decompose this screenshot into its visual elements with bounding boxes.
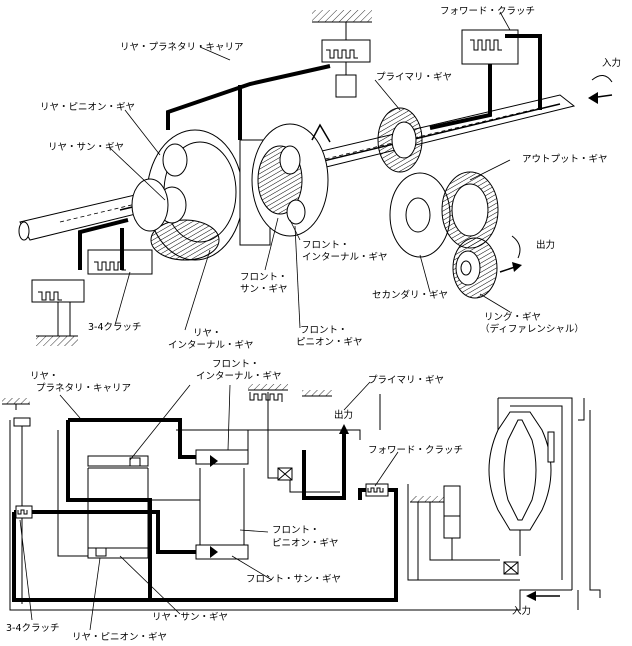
- oneway-symbols: [277, 467, 519, 575]
- label-forward-clutch: フォワード・クラッチ: [440, 6, 535, 17]
- label-rear-sun-gear: リヤ・サン・ギヤ: [48, 142, 124, 153]
- label-rear-planetary-carrier-b: プラネタリ・キャリア: [36, 383, 131, 394]
- label-clutch-34-b: 3-4クラッチ: [6, 623, 60, 634]
- label-rear-pinion-gear-b: リヤ・ピニオン・ギヤ: [72, 632, 167, 643]
- label-secondary-gear: セカンダリ・ギヤ: [372, 289, 448, 301]
- torque-converter: [488, 411, 555, 556]
- front-planetary: [195, 449, 249, 560]
- label-rear-internal-1: リヤ・: [193, 328, 222, 339]
- label-primary-gear-b: プライマリ・ギヤ: [368, 375, 444, 386]
- label-output: 出力: [536, 239, 555, 251]
- label-input-b: 入力: [512, 605, 531, 617]
- label-front-sun-2: サン・ギヤ: [240, 284, 288, 295]
- upper-brake: [321, 22, 371, 98]
- output-shaft: [302, 430, 346, 500]
- rear-planetary-assembly: [131, 129, 271, 261]
- secondary-gear: [389, 171, 499, 258]
- label-front-sun-gear-b: フロント・サン・ギヤ: [246, 574, 341, 585]
- ring-gear: [452, 237, 498, 299]
- label-front-internal-2-b: インターナル・ギヤ: [196, 371, 282, 382]
- bottom-leaders: [19, 381, 399, 631]
- label-output-b: 出力: [334, 409, 353, 421]
- front-planetary-assembly: [251, 123, 331, 237]
- label-front-pinion-2-b: ピニオン・ギヤ: [272, 538, 339, 549]
- label-front-pinion-2: ピニオン・ギヤ: [296, 337, 363, 348]
- schematic-view: リヤ・ プラネタリ・キャリア フロント・ インターナル・ギヤ プライマリ・ギヤ …: [2, 359, 601, 643]
- clutch-34-top: [31, 218, 153, 336]
- clutches-bottom: [13, 392, 389, 519]
- stator-column: [443, 485, 461, 560]
- rear-carrier-upper: [68, 418, 206, 459]
- clutch-34-path: [12, 512, 150, 602]
- rear-planetary: [87, 455, 149, 559]
- output-arrow-top: [499, 235, 522, 273]
- label-front-pinion-1: フロント・: [300, 325, 348, 336]
- bottom-labels: リヤ・ プラネタリ・キャリア フロント・ インターナル・ギヤ プライマリ・ギヤ …: [6, 359, 531, 643]
- input-arrow-top: [588, 75, 613, 104]
- label-primary-gear: プライマリ・ギヤ: [376, 72, 452, 83]
- label-rear-internal-2: インターナル・ギヤ: [168, 340, 254, 351]
- forward-clutch-top: [429, 29, 542, 130]
- label-front-internal-1: フロント・: [302, 240, 350, 251]
- label-output-gear: アウトプット・ギヤ: [522, 154, 608, 165]
- label-ring-gear-1: リング・ギヤ: [484, 311, 541, 323]
- ground-hatches: [2, 384, 450, 503]
- output-arrow-bottom: [339, 424, 349, 450]
- clutch-34-link: [14, 510, 196, 554]
- label-clutch-34-top: 3-4クラッチ: [88, 322, 142, 333]
- label-front-internal-1-b: フロント・: [212, 359, 260, 370]
- label-forward-clutch-b: フォワード・クラッチ: [368, 445, 463, 456]
- top-leaders: [109, 11, 511, 331]
- rear-carrier-link: [166, 64, 331, 140]
- ground-hatch-top: [36, 10, 372, 346]
- label-front-pinion-1-b: フロント・: [272, 525, 320, 536]
- label-front-internal-2: インターナル・ギヤ: [302, 252, 388, 263]
- label-rear-planetary-carrier: リヤ・プラネタリ・キャリア: [120, 42, 244, 53]
- label-rear-sun-gear-b: リヤ・サン・ギヤ: [152, 612, 228, 623]
- label-rear-pinion-gear: リヤ・ピニオン・ギヤ: [40, 102, 135, 113]
- label-input: 入力: [602, 57, 621, 69]
- top-labels: リヤ・プラネタリ・キャリア フォワード・クラッチ 入力 リヤ・ピニオン・ギヤ プ…: [40, 6, 621, 351]
- cutaway-view: リヤ・プラネタリ・キャリア フォワード・クラッチ 入力 リヤ・ピニオン・ギヤ プ…: [18, 6, 621, 351]
- primary-gear: [377, 107, 423, 173]
- input-arrow-bottom: [526, 591, 560, 601]
- label-front-sun-1: フロント・: [240, 272, 288, 283]
- label-ring-gear-2: （ディファレンシャル）: [480, 323, 584, 335]
- label-rear: リヤ・: [30, 371, 59, 382]
